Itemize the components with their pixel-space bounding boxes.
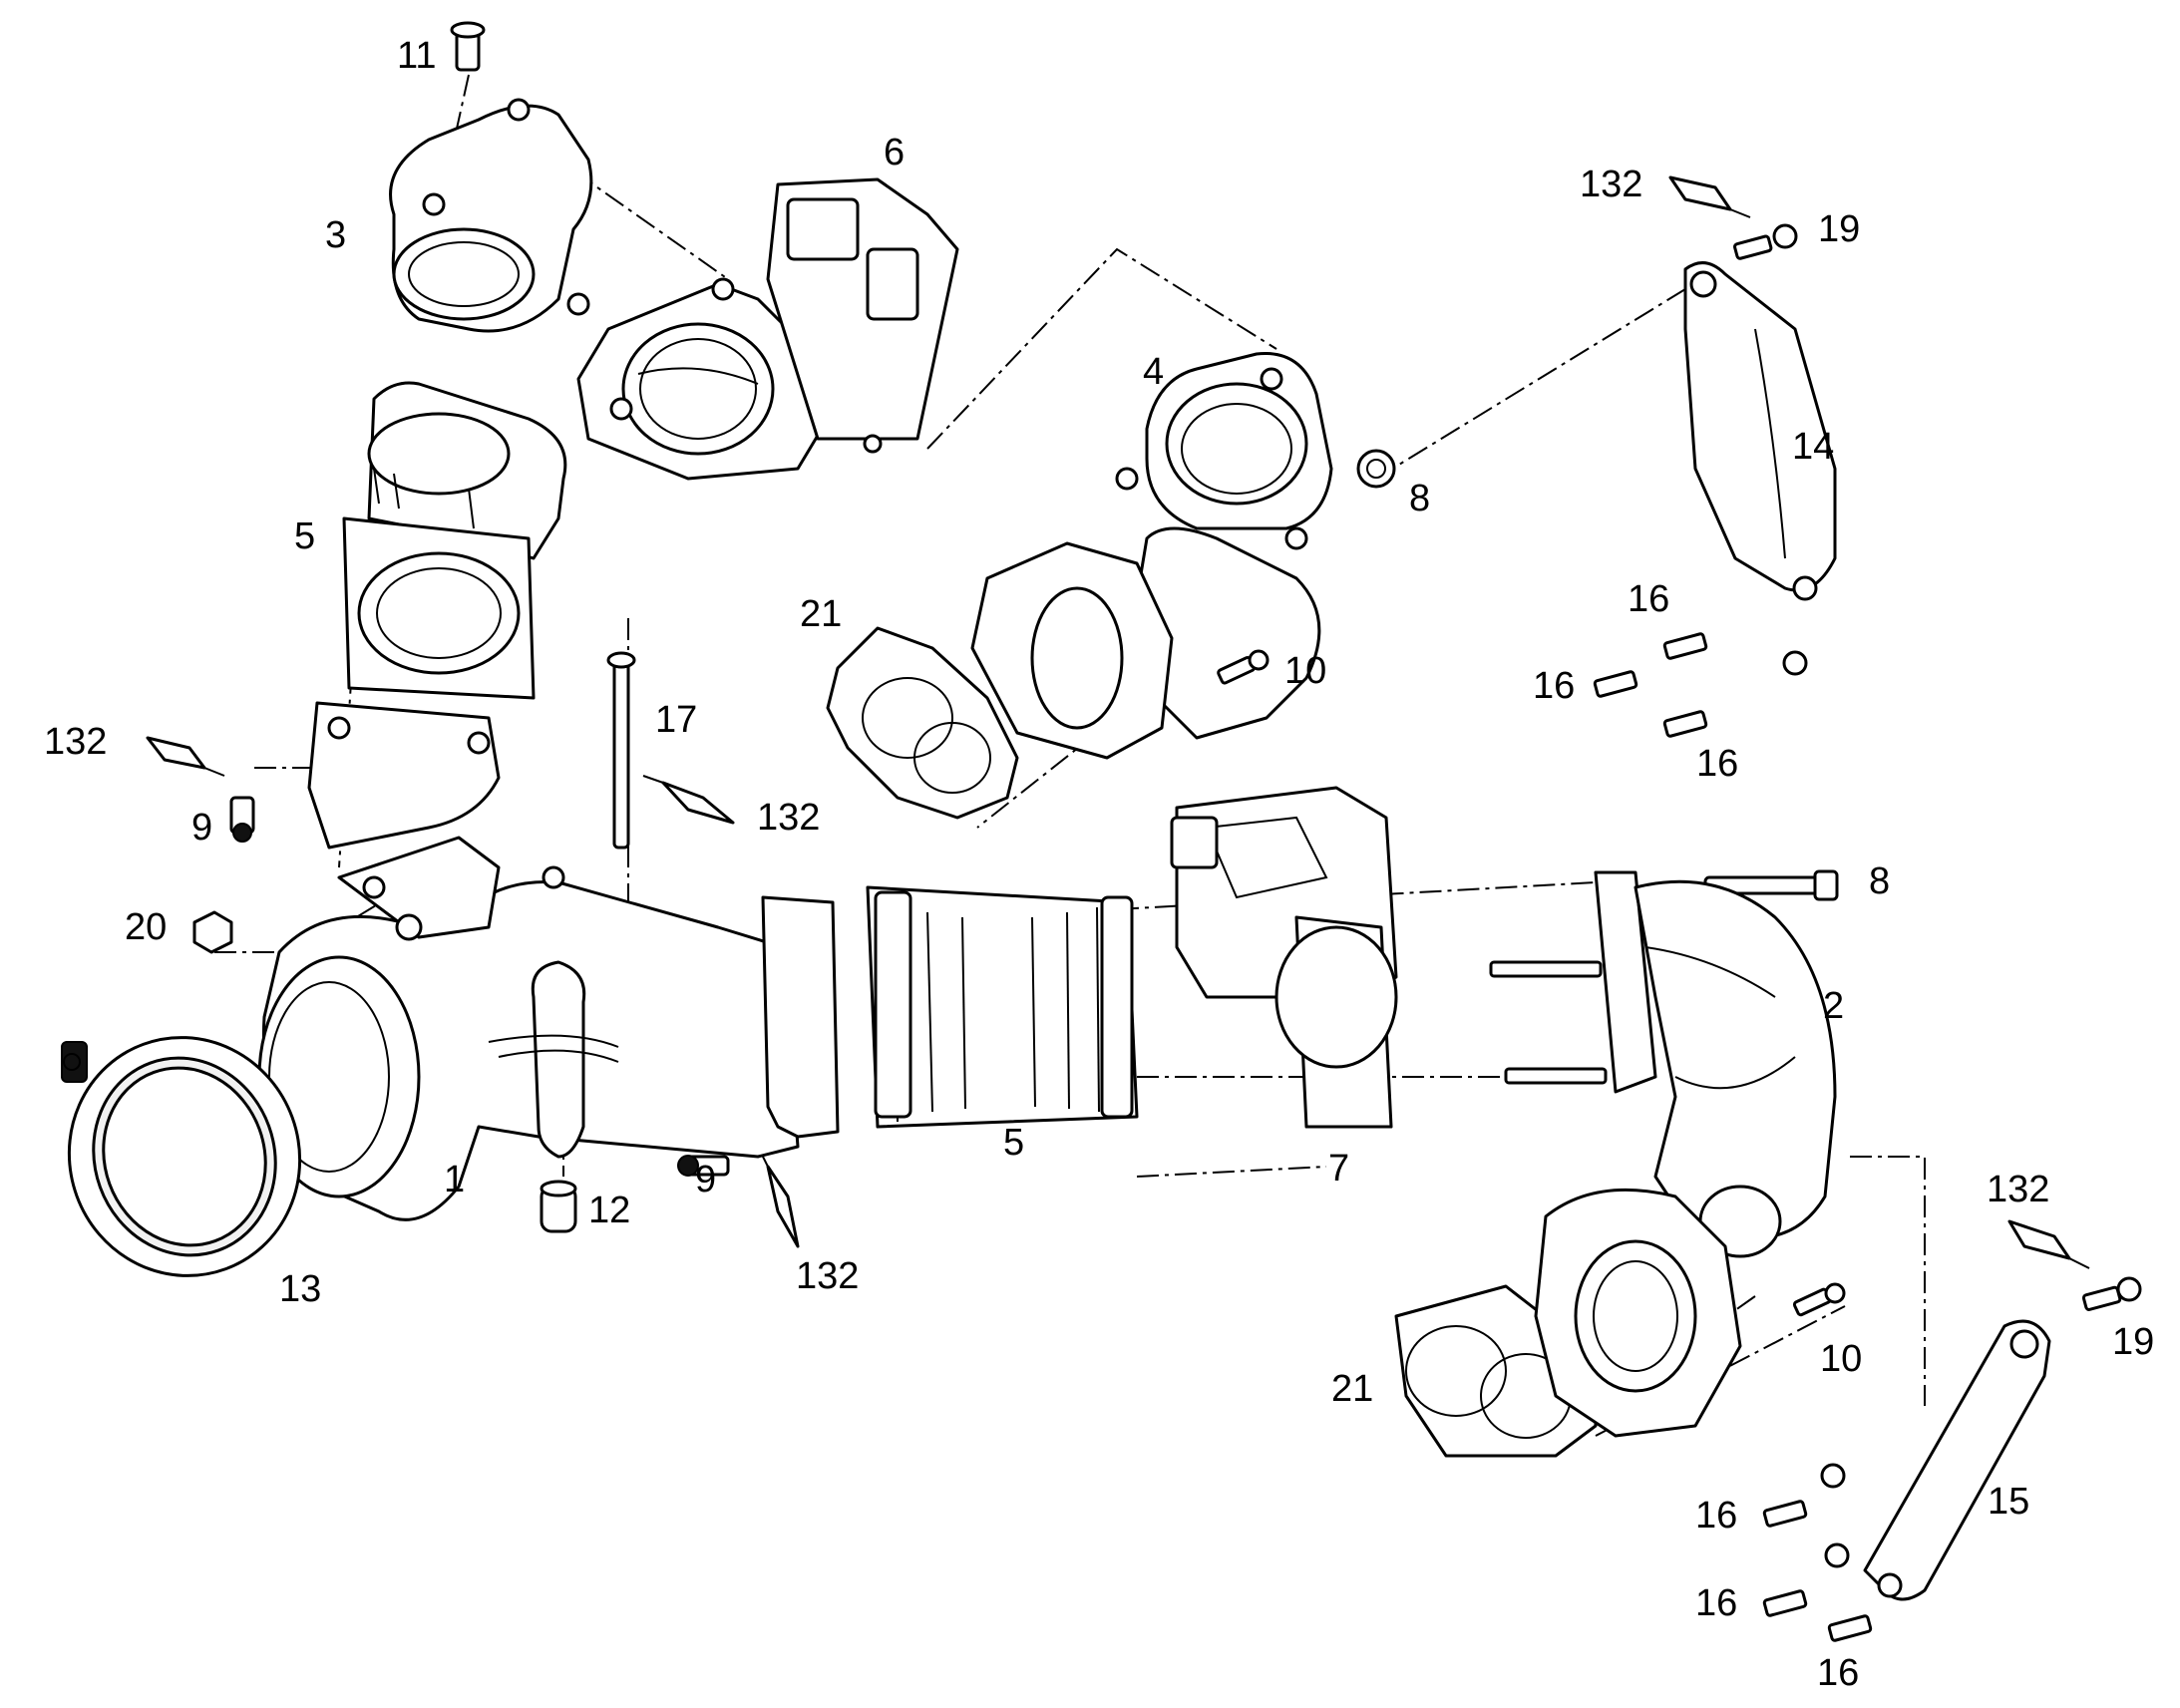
callout-12: 12: [588, 1190, 630, 1231]
part-14-upper-bracket: [1683, 261, 1837, 676]
part-5-lower-bellows: [761, 885, 1139, 1139]
part-132-sealant-tubes: [146, 175, 2090, 1269]
callout-9-left: 9: [191, 807, 212, 849]
callout-2: 2: [1823, 985, 1844, 1027]
part-15-lower-bracket: [1820, 1319, 2051, 1601]
part-4-elbow-duct: [970, 352, 1333, 760]
callout-5-bottom: 5: [1003, 1122, 1024, 1164]
part-8-nut-top: [1356, 449, 1396, 489]
callout-21-bottom: 21: [1331, 1368, 1373, 1410]
part-21-upper-gasket: [826, 626, 1019, 820]
callout-5-top: 5: [294, 515, 315, 557]
callout-132-left: 132: [44, 721, 107, 763]
callout-15: 15: [1988, 1481, 2029, 1523]
part-2-lower-duct: [1489, 870, 1837, 1258]
callout-9-bottom: 9: [695, 1159, 716, 1200]
callout-14: 14: [1792, 426, 1834, 468]
part-9-plugs: [229, 796, 730, 1177]
part-6-throttle-body: [576, 177, 959, 481]
callout-20: 20: [125, 906, 167, 948]
callout-19-bottom: 19: [2112, 1321, 2154, 1363]
callout-16-a: 16: [1628, 578, 1669, 620]
callout-7: 7: [1328, 1148, 1349, 1190]
part-7-actuator-valve: [1170, 786, 1398, 1129]
part-16-bolts: [1593, 632, 1873, 1642]
callout-132-mid: 132: [757, 797, 820, 839]
part-19-bolt-top: [1733, 223, 1798, 260]
callout-16-d: 16: [1695, 1495, 1737, 1537]
callout-11: 11: [397, 35, 436, 77]
callout-3: 3: [325, 214, 346, 256]
part-3-flange-gasket: [389, 98, 593, 333]
part-13-clamp-ring: [61, 1036, 302, 1277]
callout-8-top: 8: [1409, 478, 1430, 519]
callout-17: 17: [655, 699, 697, 741]
callout-1: 1: [444, 1159, 465, 1200]
part-12-grommet: [540, 1180, 577, 1233]
part-17-long-stud: [606, 651, 636, 850]
callout-19-top: 19: [1818, 208, 1860, 250]
callout-13: 13: [279, 1268, 321, 1310]
callout-132-bottom: 132: [796, 1255, 859, 1297]
part-2-lower-flange: [1534, 1188, 1742, 1438]
part-11-bolt: [450, 21, 486, 72]
callout-10-top: 10: [1284, 650, 1326, 692]
callout-16-c: 16: [1696, 743, 1738, 785]
callout-10-bottom: 10: [1820, 1338, 1862, 1380]
part-19-bolt-bottom: [2081, 1276, 2142, 1311]
part-20-nut: [192, 910, 233, 954]
callout-16-e: 16: [1695, 1582, 1737, 1624]
callout-16-b: 16: [1533, 665, 1575, 707]
callout-4: 4: [1143, 351, 1164, 393]
callout-labels: 11 3 6 5 4 8 21 10 132 19 14 16 16 16 13…: [44, 35, 2154, 1694]
callout-6: 6: [884, 132, 905, 173]
callout-21-top: 21: [800, 593, 842, 635]
part-10-bolt-bottom: [1792, 1282, 1846, 1317]
callout-132-topright: 132: [1580, 164, 1642, 205]
callout-16-f: 16: [1817, 1652, 1859, 1694]
part-5-upper-bellows: [307, 381, 567, 850]
callout-8-mid: 8: [1869, 860, 1890, 902]
callout-132-right: 132: [1987, 1169, 2049, 1210]
part-1-main-intake-pipe: [257, 836, 800, 1221]
part-10-bolt-top: [1217, 649, 1270, 685]
